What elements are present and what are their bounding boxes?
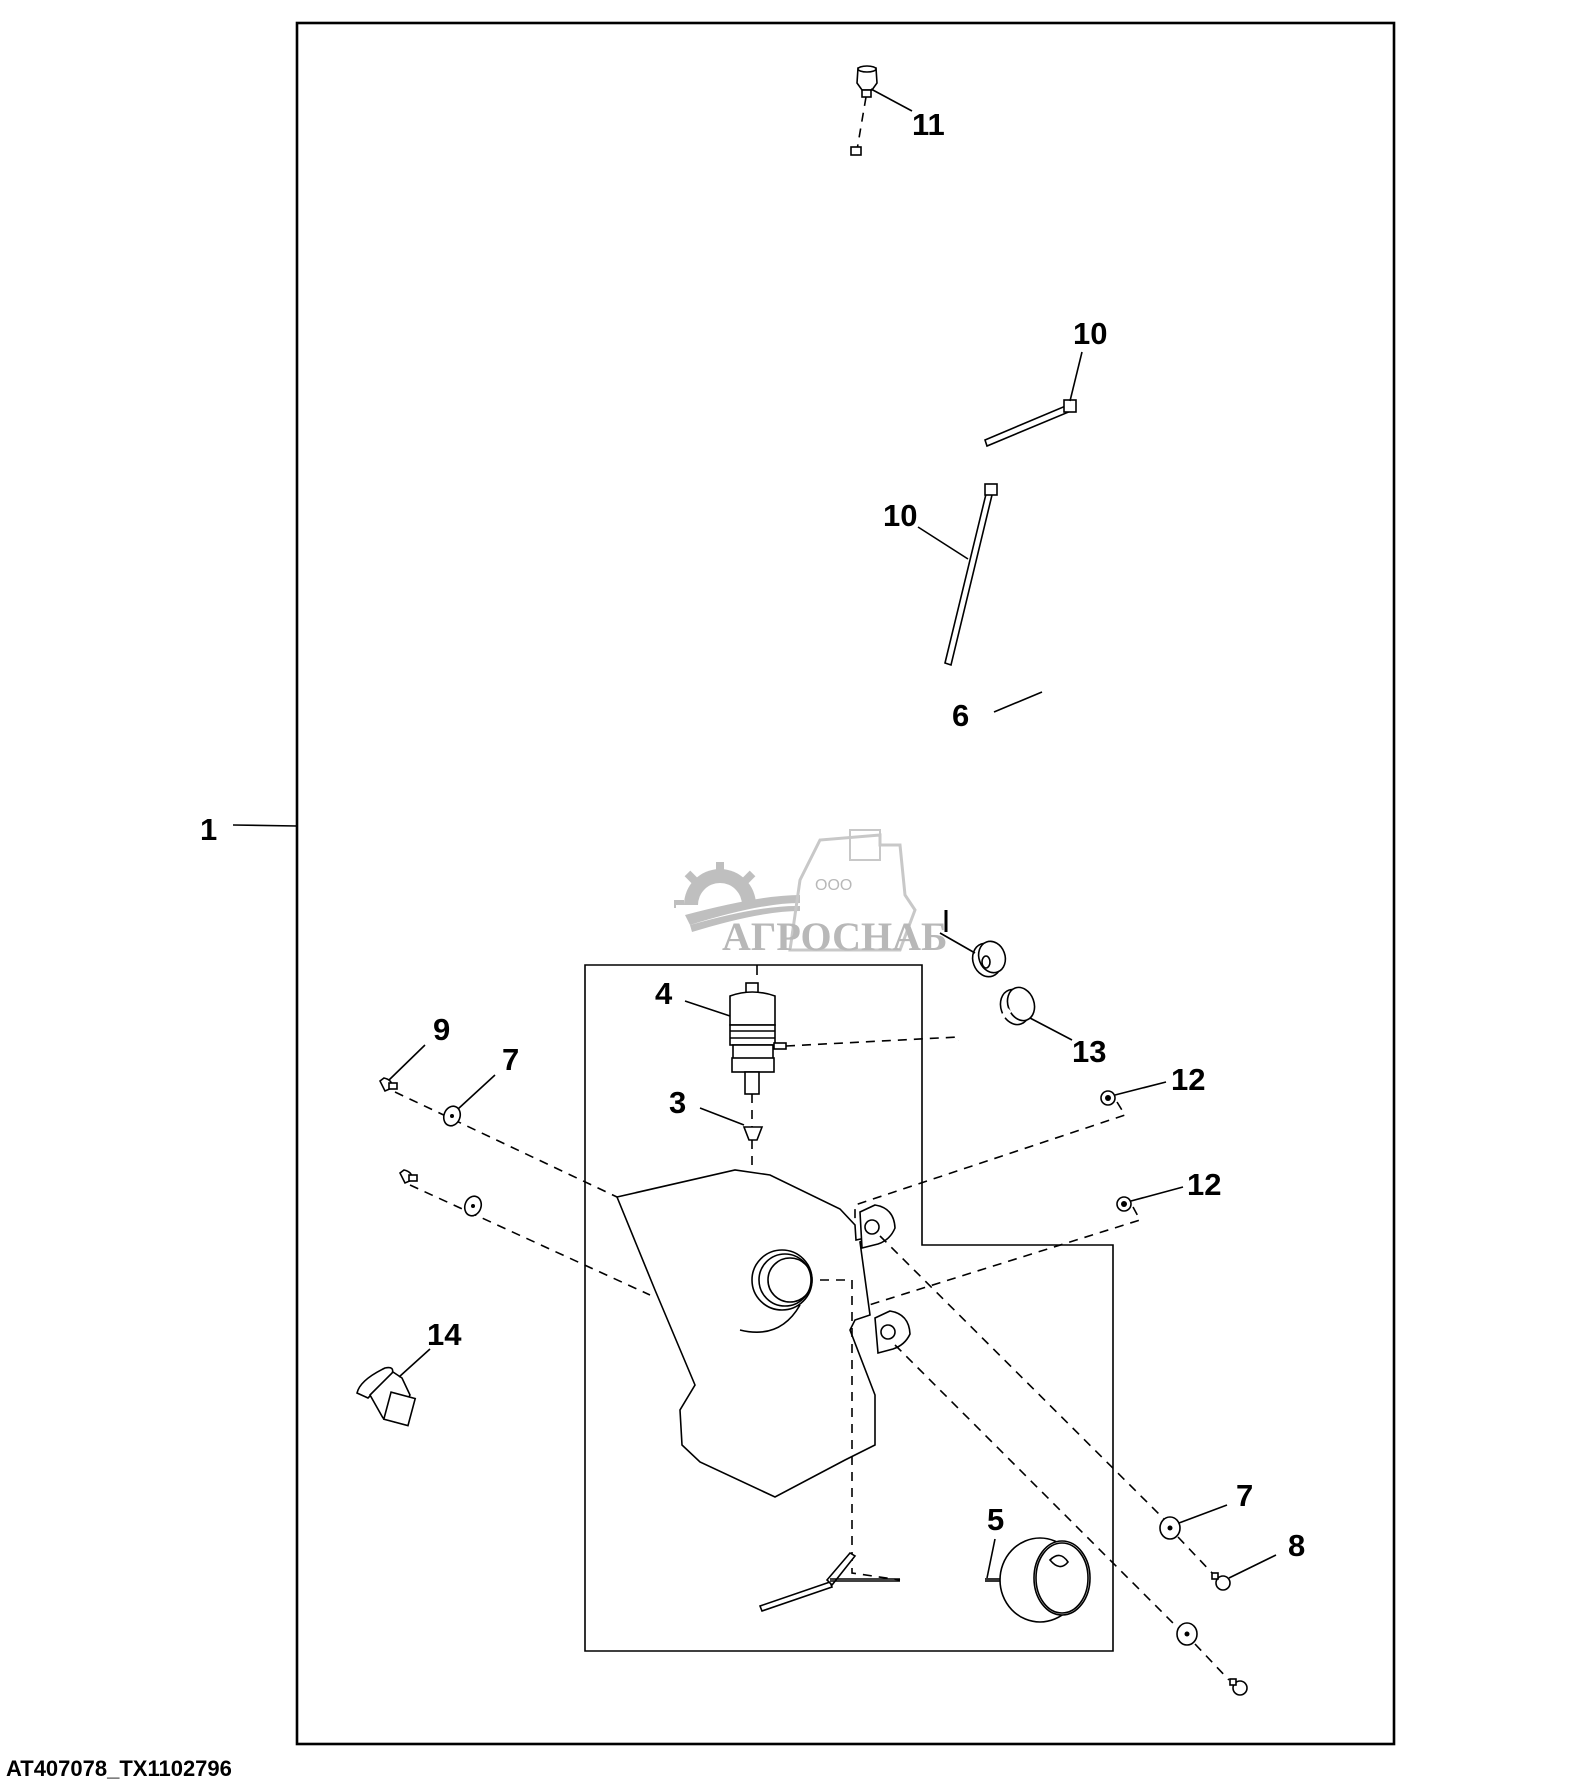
- part-12-nut-lower: [1116, 1186, 1184, 1212]
- part-5-filler-cap: [758, 1537, 1091, 1623]
- watermark-logo: ООО АГРОСНАБ: [674, 829, 947, 959]
- part-7-washer-right-upper: [1159, 1504, 1228, 1576]
- part-10-cable-tie-upper: [984, 351, 1083, 448]
- callout-9: 9: [433, 1012, 450, 1047]
- callout-1-leader: [232, 824, 298, 827]
- part-7-washer-upper-left: [442, 1074, 496, 1127]
- part-8-screw-right-lower: [1229, 1678, 1248, 1696]
- washer-tank: [615, 1169, 911, 1498]
- tank-group-frame: [584, 964, 1114, 1652]
- callout-11: 11: [912, 107, 945, 142]
- part-13-grommet: [954, 986, 1073, 1041]
- callout-10-upper: 10: [1073, 316, 1107, 351]
- part-11-nozzle: [856, 65, 913, 151]
- assembly-dashed-lines: [394, 1091, 1191, 1641]
- assembly-frame: [295, 21, 1396, 1746]
- part-7-washer-right-lower: [1176, 1622, 1230, 1681]
- callout-4: 4: [655, 976, 673, 1011]
- watermark-brand: АГРОСНАБ: [722, 914, 947, 959]
- callout-7-right: 7: [1236, 1478, 1253, 1513]
- part-6-washer-hose: [783, 146, 1063, 1043]
- callout-8: 8: [1288, 1528, 1305, 1563]
- callout-10-lower: 10: [883, 498, 917, 533]
- callout-1: 1: [200, 812, 217, 847]
- callout-6: 6: [952, 698, 969, 733]
- callout-12-upper: 12: [1171, 1062, 1205, 1097]
- part-3-pump-grommet: [699, 1107, 764, 1176]
- callout-labels: 1 3 4 5 6 7 7 8 9 10 10 11 12 12 13 14: [200, 107, 1305, 1563]
- callout-14: 14: [427, 1317, 462, 1352]
- part-8-screw-right-upper: [1211, 1554, 1277, 1591]
- callout-3: 3: [669, 1085, 686, 1120]
- part-7-washer-lower-left: [463, 1195, 483, 1217]
- part-12-nut-upper: [1100, 1081, 1167, 1106]
- callout-7-left: 7: [502, 1042, 519, 1077]
- callout-12-lower: 12: [1187, 1167, 1221, 1202]
- callout-5: 5: [987, 1502, 1004, 1537]
- part-9-screw-lower: [398, 1169, 418, 1185]
- part-13-grommet-loose: [939, 910, 1007, 978]
- part-4-washer-pump: [684, 965, 959, 1128]
- watermark-prefix: ООО: [815, 877, 852, 894]
- part-14-clip: [356, 1348, 431, 1427]
- callout-13: 13: [1072, 1034, 1106, 1069]
- figure-id: AT407078_TX1102796: [6, 1756, 232, 1781]
- part-10-cable-tie-loose: [917, 483, 998, 667]
- part-9-screw-upper: [378, 1044, 426, 1093]
